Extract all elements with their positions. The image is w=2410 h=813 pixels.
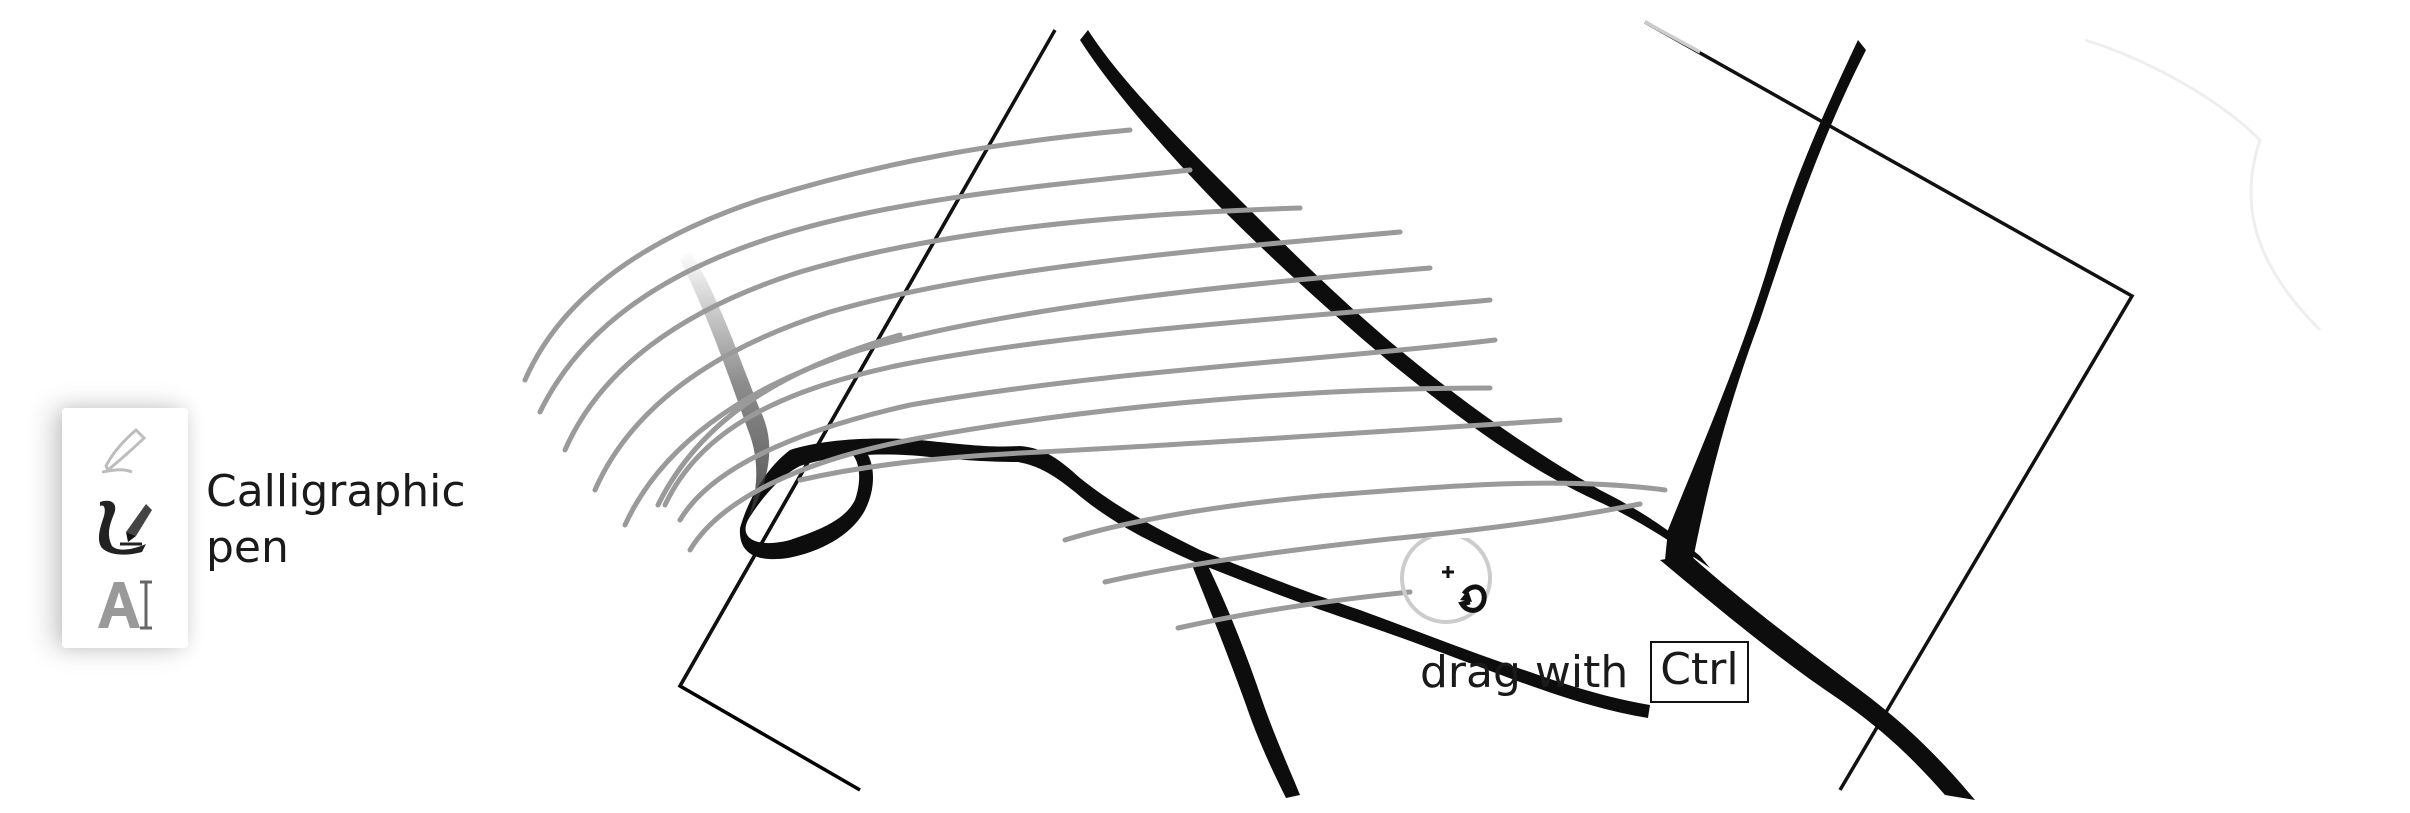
calligraphic-pen-icon[interactable]: [92, 492, 160, 556]
tool-palette: [62, 408, 188, 648]
triangle-outline: [677, 29, 1057, 792]
tool-name-label: Calligraphic pen: [206, 466, 466, 573]
modifier-hint: drag with Ctrl: [1420, 640, 1749, 704]
gray-hatch-strokes: [522, 127, 1668, 631]
ctrl-key-badge: Ctrl: [1650, 641, 1749, 703]
text-tool-icon[interactable]: [92, 572, 160, 636]
calligraphy-cursor-icon: [1400, 538, 1492, 624]
faint-edge-trace: [2084, 38, 2322, 332]
rectangle-outline: [1644, 20, 2135, 791]
calligraphic-strokes-lower: [1560, 700, 1760, 790]
pencil-tool-icon[interactable]: [92, 416, 160, 480]
hint-text: drag with: [1420, 646, 1629, 698]
